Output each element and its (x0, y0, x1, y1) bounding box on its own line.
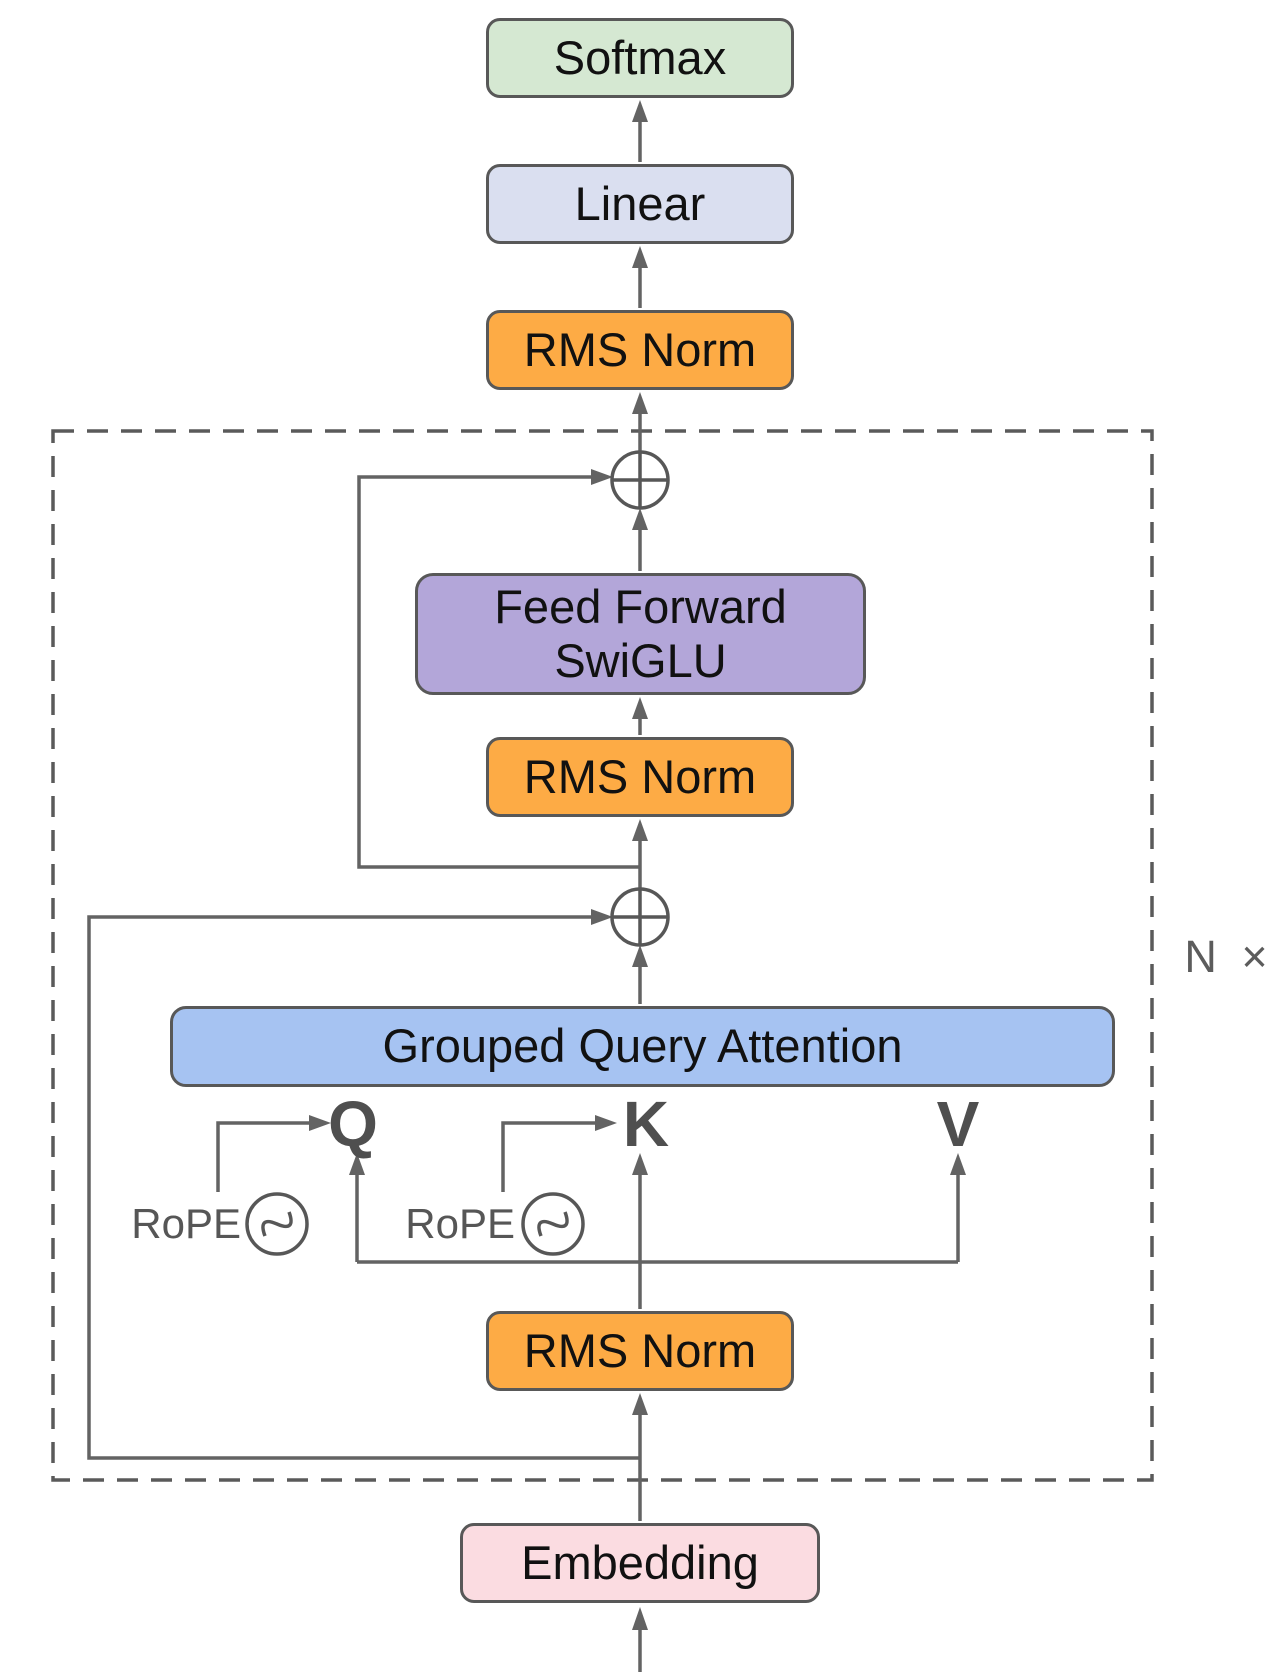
residual-add-after-attention (610, 887, 670, 947)
rms-norm-top-block: RMS Norm (486, 310, 794, 390)
rope-query-oscillator (245, 1192, 309, 1256)
feed-forward-block: Feed Forward SwiGLU (415, 573, 866, 695)
embedding-block: Embedding (460, 1523, 820, 1603)
sine-oscillator-icon (261, 1211, 293, 1237)
residual-add-after-feedforward (610, 450, 670, 510)
attention-residual-line (87, 915, 640, 1460)
linear-block: Linear (486, 164, 794, 244)
rope-key-oscillator (521, 1192, 585, 1256)
feed-forward-label-line2: SwiGLU (554, 634, 727, 687)
grouped-query-attention-block: Grouped Query Attention (170, 1006, 1115, 1087)
plus-circle-icon (612, 452, 668, 508)
rope-query-label: RoPE (131, 1200, 241, 1247)
rms-norm-bottom-block: RMS Norm (486, 1311, 794, 1391)
value-label: V (936, 1088, 980, 1160)
key-label: K (622, 1088, 670, 1160)
repeat-block-dashed-border (51, 429, 1154, 1482)
rope-key-label: RoPE (405, 1200, 515, 1247)
qkv-distribution-lines (355, 1174, 960, 1309)
softmax-block: Softmax (486, 18, 794, 98)
query-label: Q (328, 1088, 378, 1160)
repeat-count-label: N × (1184, 931, 1271, 982)
arrowheads (309, 100, 966, 1630)
feed-forward-label-line1: Feed Forward (494, 579, 787, 633)
plus-circle-icon (612, 889, 668, 945)
sine-oscillator-icon (537, 1211, 569, 1237)
ff-residual-line (357, 475, 640, 869)
rope-to-q-line (216, 1121, 311, 1192)
rms-norm-middle-block: RMS Norm (486, 737, 794, 817)
rope-to-k-line (501, 1121, 597, 1192)
